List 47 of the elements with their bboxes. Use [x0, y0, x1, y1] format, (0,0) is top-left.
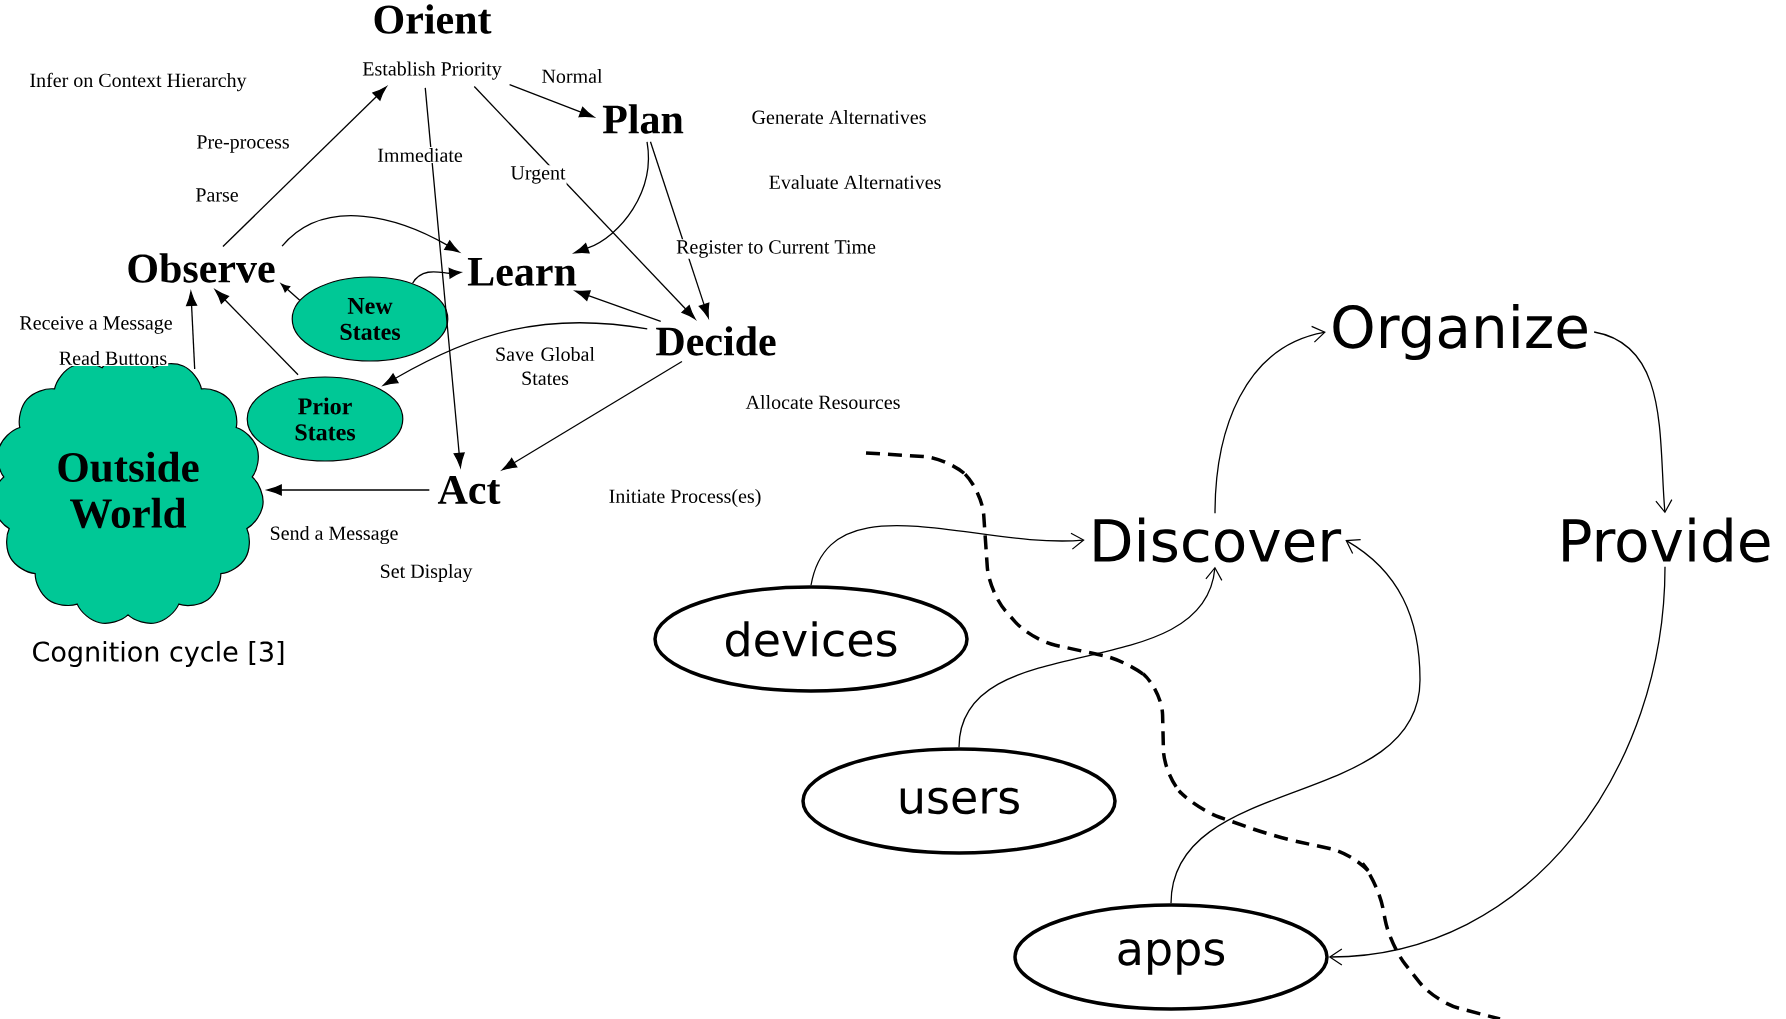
arrow	[649, 141, 710, 319]
text-label: Decide	[656, 326, 776, 356]
arrow	[1328, 566, 1666, 966]
arrow	[508, 84, 595, 118]
arrow	[411, 267, 462, 284]
text-label: Plan	[602, 104, 684, 134]
text-label: Orient Establish Priority	[362, 4, 502, 80]
annotation: Pre-process	[195, 134, 291, 154]
arrow	[1170, 539, 1421, 904]
text-label: Discover	[1094, 517, 1342, 563]
arrow	[424, 87, 465, 468]
text-label: Act	[437, 475, 501, 505]
arrow	[267, 484, 430, 496]
annotation: Infer on Context Hierarchy	[28, 71, 248, 93]
arrow	[473, 85, 696, 320]
annotation: Parse	[194, 187, 240, 203]
caption: Cognition cycle [3]	[33, 640, 284, 668]
edge-label: Normal	[540, 67, 604, 85]
annotation: Generate Alternatives	[750, 108, 928, 126]
arrow	[958, 566, 1223, 748]
annotation: Evaluate Alternatives	[767, 173, 943, 191]
arrow	[501, 360, 683, 471]
arrow	[214, 289, 299, 376]
annotation: Receive a Message	[18, 315, 174, 335]
edge-label: Immediate	[376, 146, 464, 164]
annotation: Send a Message	[268, 524, 400, 546]
text-label: Organize	[1333, 303, 1587, 361]
text-label: Provide	[1563, 517, 1770, 563]
annotation: Read Buttons	[57, 349, 169, 367]
edge-label: Save Global States	[484, 345, 606, 387]
annotation: Set Display	[378, 562, 474, 584]
text-label: Observe	[128, 253, 275, 283]
arrow	[383, 322, 648, 386]
arrow	[222, 86, 387, 248]
annotation: Allocate Resources	[744, 393, 902, 411]
arrow	[1593, 331, 1673, 514]
annotation: Register to Current Time	[675, 239, 877, 259]
arrow	[280, 283, 301, 301]
edge-label: Urgent	[509, 165, 567, 185]
arrow	[575, 290, 662, 322]
arrow	[186, 291, 198, 370]
annotation: Initiate Process(es)	[607, 487, 763, 509]
text-label: Learn	[467, 258, 577, 286]
arrow	[1214, 325, 1326, 514]
arrow	[810, 525, 1085, 586]
arrow	[574, 141, 649, 254]
arrow	[281, 215, 460, 253]
